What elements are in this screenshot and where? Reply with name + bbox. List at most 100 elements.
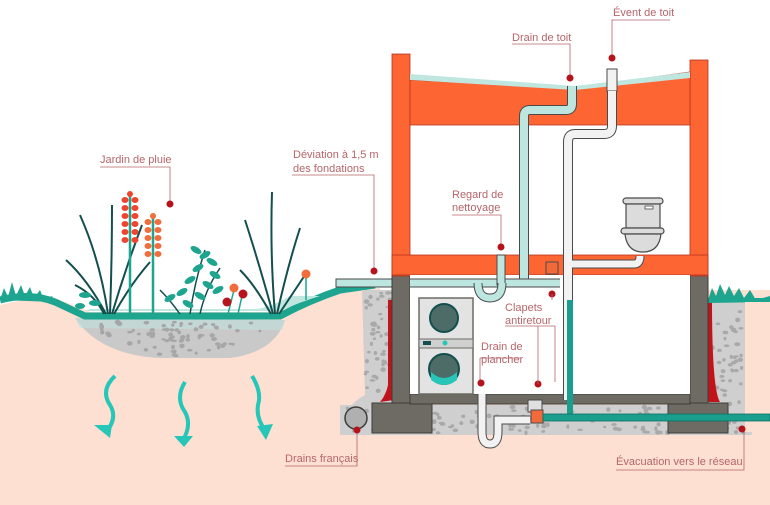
gravel-pebble xyxy=(169,328,175,332)
label-roof-vent: Évent de toit xyxy=(613,6,674,19)
label-sewer-outlet: Évacuation vers le réseau xyxy=(616,455,743,468)
gravel-pebble xyxy=(603,425,607,429)
leaf xyxy=(182,300,194,308)
gravel-pebble xyxy=(727,363,733,367)
lupin-petal xyxy=(131,213,139,219)
gravel-pebble xyxy=(149,334,155,339)
lupin-petal xyxy=(131,197,139,203)
leaf xyxy=(176,288,188,296)
gravel-pebble xyxy=(723,344,730,348)
gravel-pebble xyxy=(363,372,368,376)
gravel-pebble xyxy=(716,360,722,365)
gravel-pebble xyxy=(369,341,373,346)
gravel-pebble xyxy=(173,349,177,354)
gravel-pebble xyxy=(722,330,729,335)
roof-water xyxy=(410,72,690,90)
gravel-pebble xyxy=(202,322,208,326)
check-valve-upper xyxy=(545,261,559,275)
gravel-pebble xyxy=(379,334,383,338)
gravel-pebble xyxy=(131,328,135,332)
gravel-pebble xyxy=(149,328,155,332)
gravel-pebble xyxy=(486,413,492,419)
toilet xyxy=(620,197,665,253)
leaf xyxy=(202,281,214,289)
leaf xyxy=(206,258,218,266)
french-drain-pipe xyxy=(344,406,368,430)
leaf xyxy=(209,271,221,279)
gravel-pebble xyxy=(143,348,149,352)
gravel-pebble xyxy=(211,337,218,341)
label-check-valves-1: Clapets xyxy=(505,302,543,314)
lupin-tip xyxy=(150,213,156,219)
gravel-pebble xyxy=(127,330,133,334)
gravel-pebble xyxy=(186,348,193,352)
foundation-wall-left xyxy=(391,273,411,405)
marker-french-drains xyxy=(353,426,361,434)
gravel-pebble xyxy=(186,334,190,339)
gravel-pebble xyxy=(447,425,454,429)
gravel-pebble xyxy=(105,331,109,335)
lupin-petal xyxy=(131,221,139,227)
label-check-valves-2: antiretour xyxy=(505,315,552,327)
gravel-pebble xyxy=(431,419,437,425)
leaf xyxy=(164,294,176,302)
gravel-pebble xyxy=(715,322,721,326)
gravel-pebble xyxy=(439,422,446,426)
lupin-petal xyxy=(154,227,162,233)
label-cleanout-1: Regard de xyxy=(452,189,503,201)
infiltration-arrows xyxy=(104,374,267,442)
marker-roof-vent xyxy=(608,54,616,62)
gravel-pebble xyxy=(436,416,442,420)
infiltration-arrow xyxy=(104,374,117,434)
gravel-pebble xyxy=(380,317,384,321)
post-left xyxy=(391,53,411,277)
callout-lines xyxy=(100,19,745,471)
lupin-petal xyxy=(131,205,139,211)
gravel-pebble xyxy=(99,325,103,329)
lupin-petal xyxy=(144,227,152,233)
lupin-petal xyxy=(154,251,162,257)
gravel-pebble xyxy=(209,333,215,338)
gravel-pebble xyxy=(541,430,546,433)
gravel-pebble xyxy=(452,428,459,433)
lupin-petal xyxy=(121,197,129,203)
gravel-pebble xyxy=(199,334,205,337)
gravel-pebble xyxy=(379,294,385,298)
tall-grass-left xyxy=(65,204,151,315)
gravel-pebble xyxy=(161,324,166,328)
gravel-pebble xyxy=(546,422,550,428)
gravel-pebble xyxy=(376,297,380,301)
leaf xyxy=(192,264,204,272)
gravel-pebble xyxy=(642,425,645,430)
arrowhead xyxy=(257,424,273,440)
gravel-pebble xyxy=(164,339,170,343)
leaf xyxy=(194,292,206,300)
gravel-pebble xyxy=(367,303,373,307)
label-roof-drain: Drain de toit xyxy=(512,32,571,44)
gravel-pebble xyxy=(258,329,262,333)
gravel-pebble xyxy=(173,354,179,358)
leaf xyxy=(190,246,202,254)
gravel-pebble xyxy=(435,431,441,435)
gravel-pebble xyxy=(152,345,157,349)
lupin-petal xyxy=(121,237,129,243)
lupin-petal xyxy=(131,237,139,243)
gravel-pebble xyxy=(731,361,737,365)
gravel-pebble xyxy=(659,430,663,435)
gravel-pebble xyxy=(643,409,649,413)
gravel-pebble xyxy=(100,330,105,335)
gravel-pebble xyxy=(720,379,726,382)
rain-garden-plants xyxy=(65,191,311,315)
label-floor-drain-2: plancher xyxy=(481,354,524,366)
gravel-pebble xyxy=(168,332,173,338)
soil xyxy=(0,288,380,505)
gravel-pebble xyxy=(734,342,741,347)
gravel-pebble xyxy=(737,357,743,362)
gravel-pebble xyxy=(733,355,739,358)
gravel-pebble xyxy=(369,331,376,336)
lupin-petal xyxy=(144,219,152,225)
gravel-pebble xyxy=(722,393,727,397)
gravel-pebble xyxy=(376,325,381,330)
gravel-pebble xyxy=(179,343,185,349)
gravel-pebble xyxy=(720,369,726,374)
